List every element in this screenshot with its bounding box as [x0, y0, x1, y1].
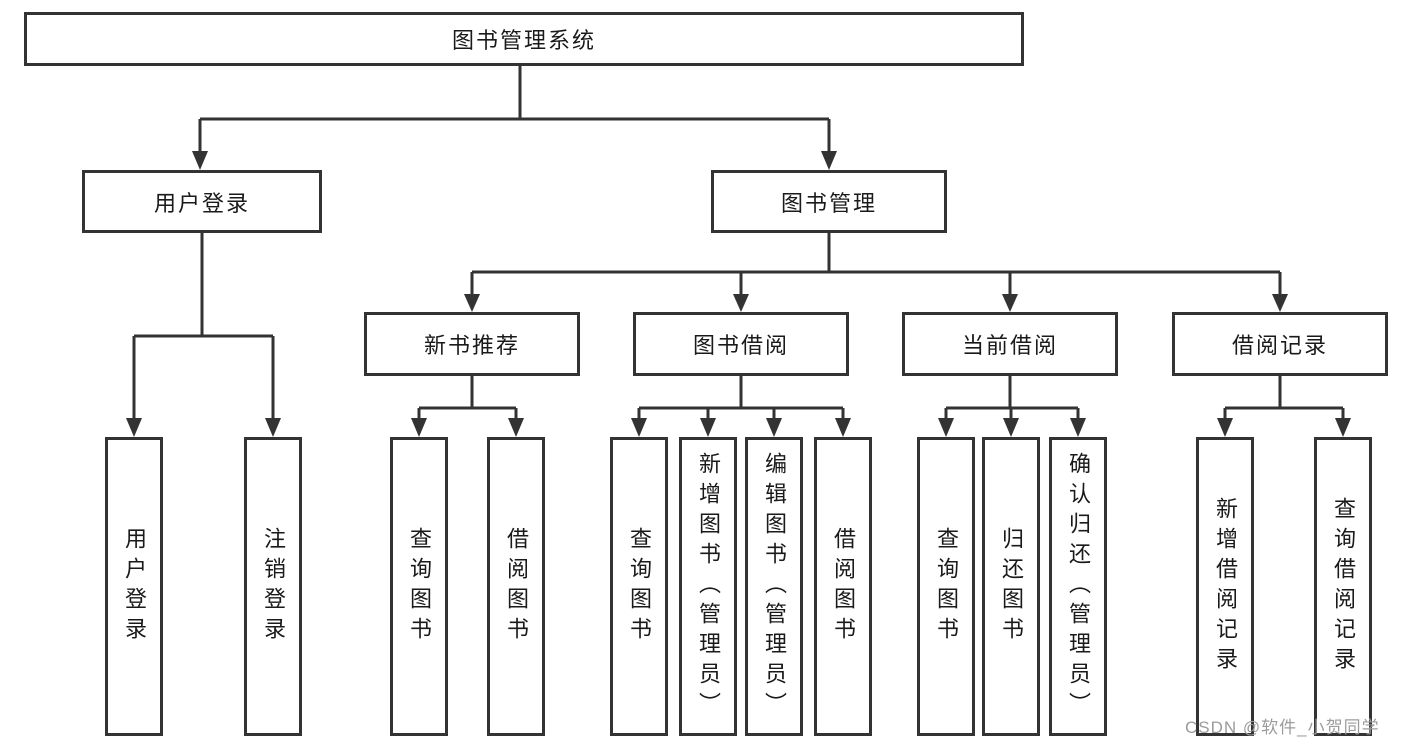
node-user-login: 用户登录: [82, 170, 322, 233]
node-book-borrowing: 图书借阅: [633, 312, 849, 376]
node-new-book-recommend: 新书推荐: [364, 312, 580, 376]
leaf-query-borrow-record: 查询借阅记录: [1314, 437, 1372, 736]
node-book-management: 图书管理: [711, 170, 947, 233]
leaf-logout: 注销登录: [244, 437, 302, 736]
leaf-edit-books-admin: 编辑图书（管理员）: [745, 437, 803, 736]
leaf-current-query-books: 查询图书: [917, 437, 975, 736]
leaf-borrowing-query-books: 查询图书: [610, 437, 668, 736]
leaf-user-login: 用户登录: [105, 437, 163, 736]
leaf-confirm-return-admin: 确认归还（管理员）: [1049, 437, 1107, 736]
leaf-add-borrow-record: 新增借阅记录: [1196, 437, 1254, 736]
node-current-borrowing: 当前借阅: [902, 312, 1118, 376]
leaf-recommend-borrow-books: 借阅图书: [487, 437, 545, 736]
leaf-recommend-query-books: 查询图书: [390, 437, 448, 736]
leaf-borrowing-borrow-books: 借阅图书: [814, 437, 872, 736]
node-library-management-system: 图书管理系统: [24, 12, 1024, 66]
leaf-add-books-admin: 新增图书（管理员）: [679, 437, 737, 736]
node-borrowing-records: 借阅记录: [1172, 312, 1388, 376]
csdn-watermark: CSDN @软件_小贺同学: [1185, 718, 1380, 737]
leaf-return-books: 归还图书: [982, 437, 1040, 736]
